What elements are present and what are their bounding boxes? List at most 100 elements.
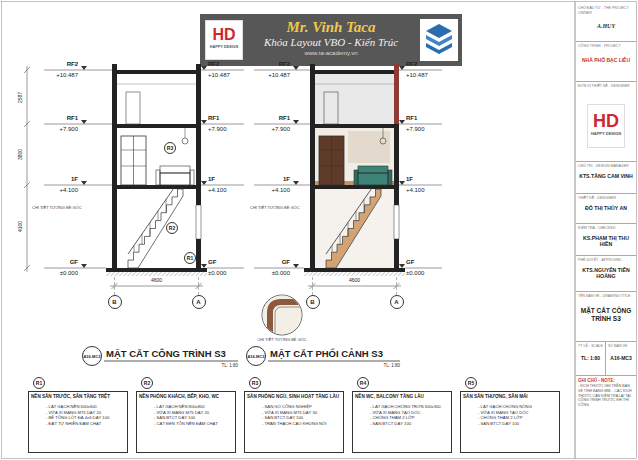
drawing-label: RF1 [254, 115, 290, 122]
drawing-line [44, 124, 112, 125]
drawing-polygon [201, 120, 207, 124]
drawing-label: 4600 [339, 277, 370, 284]
node-heading: R3 [167, 145, 173, 151]
title-cell: THIẾT KẾ - DESIGNERĐỖ THỊ THÙY AN [576, 194, 636, 224]
drawing-line [24, 265, 30, 271]
drawing-rect [315, 189, 394, 268]
drawing-label: CHI TIẾT TƯỜNG BÈ GÓC [250, 205, 308, 210]
drawing-label: GF [44, 259, 78, 266]
floor-detail-box: R2NỀN PHÒNG KHÁCH, BẾP, KHO, WC- LÁT GẠC… [136, 391, 236, 453]
drawing-line [44, 268, 106, 269]
node-text: - VỮA XI MĂNG M75 DÀY 20 [46, 410, 125, 416]
title-cell: PHÊ DUYỆT - APPROVEDKTS.NGUYỄN TIẾN HOÀN… [576, 256, 636, 292]
node-text: NỀN PHÒNG KHÁCH, BẾP, KHO, WC [139, 394, 233, 400]
drawing-label: GF [406, 259, 442, 266]
node-heading: Mr. Vinh Taca [250, 19, 412, 36]
drawing-label: RF2 [44, 61, 78, 68]
drawing-polygon [399, 181, 405, 185]
drawing-label: GF [208, 259, 244, 266]
drawing-polygon [81, 181, 87, 185]
drawing-line [24, 67, 30, 73]
drawing-line [254, 268, 304, 269]
drawing-label: MẶT CẮT CÔNG TRÌNH S3 [106, 348, 226, 360]
drawing-polygon [399, 66, 405, 70]
drawing-label: RF1 [406, 115, 442, 122]
drawing-line [27, 66, 28, 272]
drawing-label: +7.900 [254, 126, 290, 133]
node-text: TL: 1:80 [578, 355, 603, 361]
drawing-polygon [81, 66, 87, 70]
drawing-line [201, 124, 244, 125]
drawing-rect [420, 19, 458, 61]
grid-bubble: A [390, 295, 404, 309]
node-heading: GHI CHÚ - NOTE: [578, 378, 634, 384]
drawing-polygon [293, 264, 299, 268]
drawing-label: +10.487 [406, 72, 442, 79]
title-cell: CHỦ TRÌ - DESIGN MANAGERKTS.TĂNG CẨM VIN… [576, 162, 636, 194]
drawing-rect [394, 64, 399, 124]
floor-detail-box: R1NỀN SÂN TRƯỚC, SÂN TẦNG TRỆT- LÁT GẠCH… [28, 391, 128, 453]
drawing-line [201, 70, 244, 71]
drawing-polygon [201, 264, 207, 268]
drawing-label: +7.900 [44, 126, 78, 133]
logo-box: HDHAPPY DESIGN [587, 104, 625, 148]
drawing-label: GF [254, 259, 290, 266]
sheet-tag: A16-MC3 [82, 346, 102, 366]
course-banner: Mr. Vinh TacaKhóa Layout VBO - Kiến Trúc… [200, 14, 462, 66]
drawing-label: ±0.000 [208, 270, 244, 277]
drawing-polygon [399, 120, 405, 124]
floor-detail-box: R4NỀN WC, BALCONY TẦNG LẦU- LÁT GẠCH CHỐ… [352, 391, 452, 453]
notes-cell: GHI CHÚ - NOTE:- KÍCH THƯỚC GHI TRÊN BẢN… [576, 376, 636, 456]
drawing-label: 4600 [141, 277, 172, 284]
node-text: - SÀN BTCT DÀY 100 [262, 415, 341, 421]
drawing-label: +10.487 [44, 72, 78, 79]
node-heading: B [112, 299, 116, 306]
node-heading: HD [206, 26, 242, 44]
node-text: KS.PHẠM THỊ THU HIỀN [578, 235, 634, 248]
drawing-g [115, 277, 397, 295]
drawing-line [198, 277, 199, 295]
drawing-line [44, 70, 112, 71]
node-text: Khóa Layout VBO - Kiến Trúc [250, 36, 412, 49]
node-text: NỀN WC, BALCONY TẦNG LẦU [355, 394, 449, 400]
title-cell: SỐ BẢN VẼA16-MC3 [606, 342, 636, 376]
dimension-text: 4100 [17, 215, 24, 239]
drawing-label: CHI TIẾT TƯỜNG BÈ GÓC [32, 205, 94, 210]
node-heading: R4 [357, 377, 369, 389]
title-cell: CHỦ ĐẦU TƯ - THE PROJECT OWNERA.HUY [576, 4, 636, 42]
node-heading: A [196, 299, 200, 306]
drawing-label: +7.900 [406, 126, 442, 133]
title-cell: KIỂM TRA - CHECKEDKS.PHẠM THỊ THU HIỀN [576, 224, 636, 256]
drawing-line [104, 361, 238, 362]
logo-box: HDHAPPY DESIGN [205, 20, 243, 60]
node-heading: CHỦ ĐẦU TƯ - THE PROJECT OWNER [578, 6, 634, 15]
drawing-line [114, 277, 115, 295]
node-heading: ĐƠN VỊ THIẾT KẾ - DESIGNER [578, 84, 634, 89]
node-heading: CÔNG TRÌNH - PROJECT [578, 44, 634, 49]
node-heading: R3 [249, 377, 261, 389]
drawing-polygon [201, 66, 207, 70]
node-text: - SÀN BTCT DÀY 100 [154, 415, 233, 421]
drawing-rect [354, 170, 358, 185]
drawing-line [405, 268, 442, 269]
drawing-label: +10.487 [254, 72, 290, 79]
node-text: www.ta-academy.vn [250, 49, 412, 57]
drawing-rect [388, 170, 392, 185]
drawing-label: ±0.000 [406, 270, 442, 277]
drawing-label: RF2 [254, 61, 290, 68]
drawing-polygon [426, 43, 452, 54]
drawing-polygon [81, 264, 87, 268]
node-text: - VỮA XI MĂNG M75 DÀY 30 [262, 410, 341, 416]
node-heading: THIẾT KẾ - DESIGNER [578, 196, 634, 201]
node-heading: HD [588, 111, 624, 131]
node-text: NỀN SÂN TRƯỚC, SÂN TẦNG TRỆT [31, 394, 125, 400]
drawing-g [24, 66, 401, 289]
grid-bubble: B [306, 295, 320, 309]
node-text: HAPPY DESIGN [588, 131, 624, 137]
drawing-line [201, 185, 244, 186]
node-heading: B [310, 299, 314, 306]
node-text: - CÁT ĐEN TÔN NỀN ĐẦM CHẶT [154, 421, 233, 427]
node-text: KTS.TĂNG CẨM VINH [578, 173, 634, 180]
node-heading: SỐ BẢN VẼ [608, 344, 634, 349]
